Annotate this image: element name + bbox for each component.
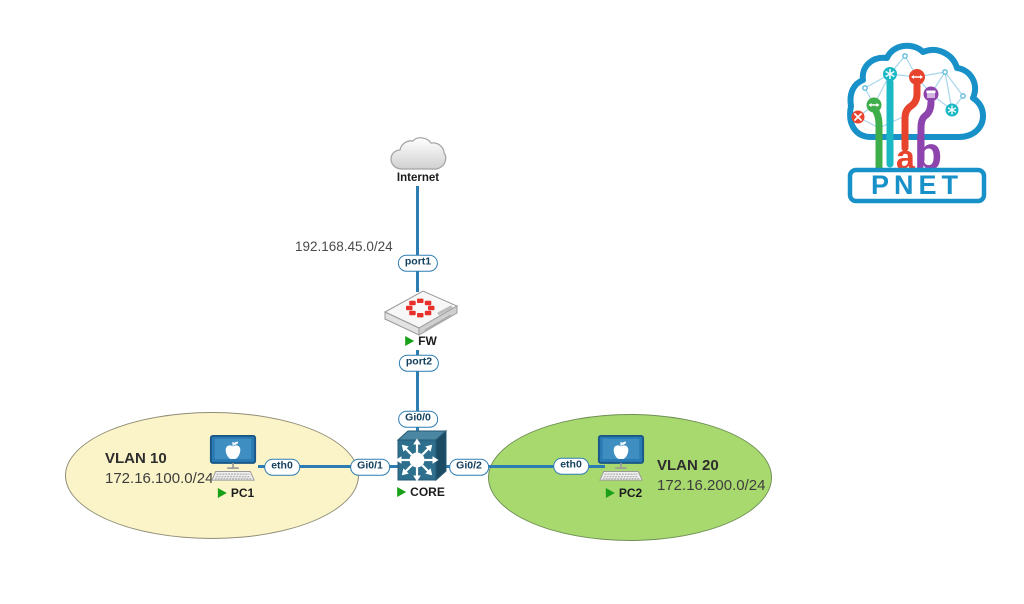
wan-subnet-label: 192.168.45.0/24 (295, 239, 393, 254)
interface-pill-port2: port2 (398, 354, 440, 372)
pc2-label: PC2 (618, 486, 643, 500)
pnetlab-logo: a b PNET (843, 36, 991, 208)
fw-label: FW (418, 334, 437, 348)
vlan10-title: VLAN 10 (105, 450, 167, 467)
pc1-icon[interactable] (208, 435, 258, 485)
running-status-icon (405, 336, 415, 346)
pc2-icon[interactable] (596, 435, 646, 485)
interface-pill-port1: port1 (397, 254, 439, 272)
pc1-label-row[interactable]: PC1 (217, 486, 255, 500)
logo-cable-bars (870, 78, 935, 171)
running-status-icon (605, 488, 615, 498)
interface-pill-eth0-pc2: eth0 (553, 457, 589, 475)
core-switch-icon[interactable] (393, 428, 448, 482)
interface-pill-gi0-0: Gi0/0 (398, 410, 438, 428)
link-core-pc2 (440, 465, 605, 468)
pc2-label-row[interactable]: PC2 (605, 486, 643, 500)
internet-label[interactable]: Internet (396, 172, 440, 184)
running-status-icon (397, 487, 407, 497)
vlan20-subnet: 172.16.200.0/24 (657, 477, 766, 494)
interface-pill-gi0-2: Gi0/2 (449, 458, 489, 476)
running-status-icon (217, 488, 227, 498)
core-label-row[interactable]: CORE (397, 485, 445, 499)
vlan10-zone-ellipse (65, 412, 359, 539)
vlan10-subnet: 172.16.100.0/24 (105, 470, 214, 487)
internet-cloud-icon[interactable] (389, 136, 447, 174)
core-label: CORE (410, 485, 445, 499)
logo-pnet-text: PNET (871, 170, 963, 200)
logo-network-nodes (851, 67, 959, 124)
pc1-label: PC1 (230, 486, 255, 500)
logo-letter-a: a (896, 139, 916, 177)
link-fw-core (416, 350, 419, 438)
interface-pill-gi0-1: Gi0/1 (350, 458, 390, 476)
link-internet-fw (416, 186, 419, 292)
interface-pill-eth0-pc1: eth0 (264, 458, 300, 476)
link-pc1-core (258, 465, 400, 468)
vlan20-title: VLAN 20 (657, 457, 719, 474)
fw-label-row[interactable]: FW (405, 334, 437, 348)
firewall-icon[interactable] (382, 286, 460, 338)
logo-pnet-box (847, 167, 987, 204)
